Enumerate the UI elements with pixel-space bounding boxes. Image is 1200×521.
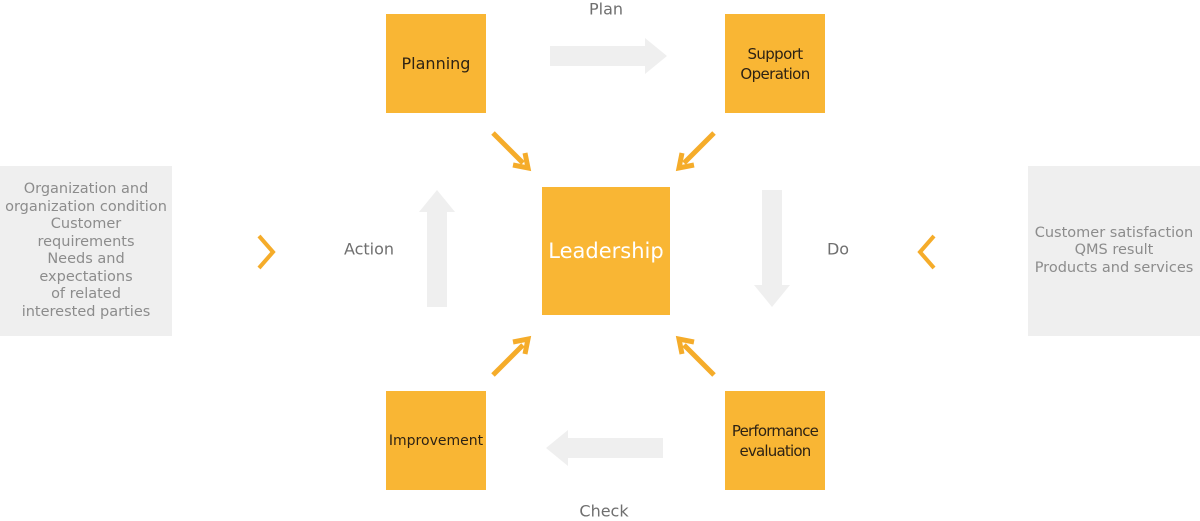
planning-label: Planning	[401, 54, 471, 73]
support-operation-box: Support Operation	[725, 14, 825, 113]
chevron-right-icon	[257, 234, 276, 270]
diagonal-arrow-improvement	[491, 335, 532, 377]
performance-evaluation-label: Performance evaluation	[731, 421, 819, 460]
flow-arrow-up	[419, 190, 455, 307]
flow-arrow-left	[546, 430, 663, 466]
phase-label-check: Check	[579, 501, 629, 521]
diagonal-arrow-planning	[491, 131, 532, 172]
improvement-box: Improvement	[386, 391, 486, 490]
leadership-label: Leadership	[548, 239, 664, 263]
diagonal-arrow-performance	[675, 335, 716, 377]
support-operation-label: Support Operation	[740, 44, 810, 83]
phase-label-action: Action	[343, 239, 395, 259]
planning-box: Planning	[386, 14, 486, 113]
phase-label-do: Do	[826, 239, 850, 259]
leadership-box: Leadership	[542, 187, 670, 315]
phase-label-plan: Plan	[588, 0, 624, 19]
chevron-left-icon	[917, 234, 936, 270]
inputs-panel: Organization and organization condition …	[0, 166, 172, 336]
diagonal-arrow-support	[675, 131, 716, 172]
performance-evaluation-box: Performance evaluation	[725, 391, 825, 490]
improvement-label: Improvement	[388, 432, 484, 449]
outputs-panel: Customer satisfaction QMS result Product…	[1028, 166, 1200, 336]
flow-arrow-right	[550, 38, 667, 74]
flow-arrow-down	[754, 190, 790, 307]
